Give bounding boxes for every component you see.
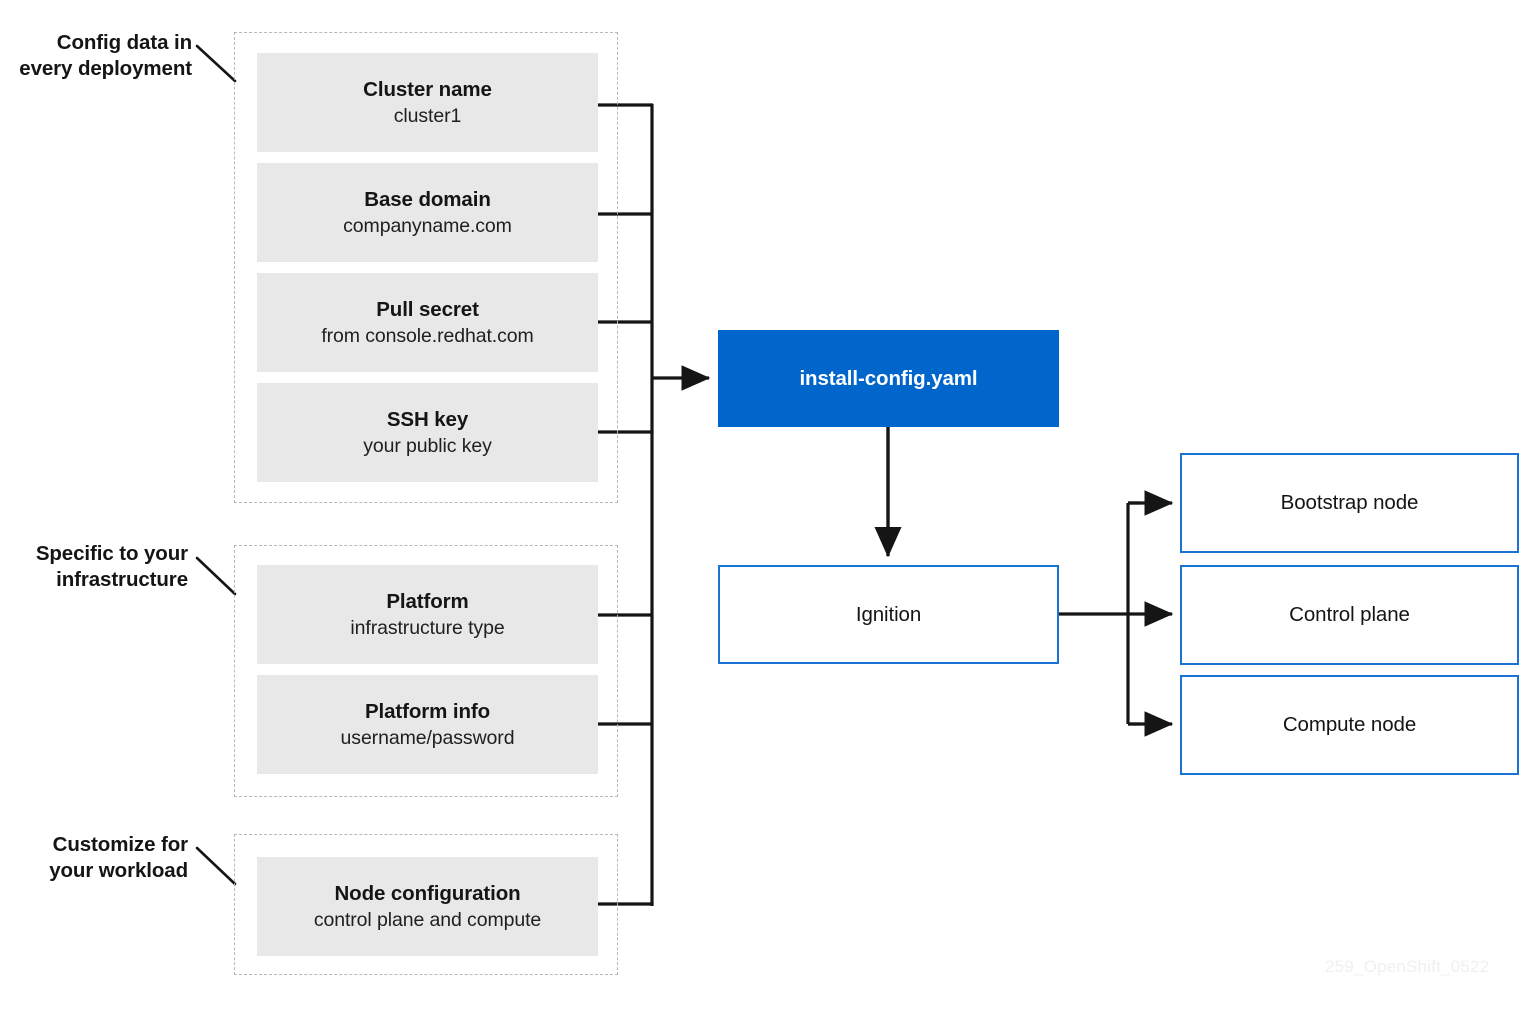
group-label-infrastructure: Specific to your infrastructure (0, 541, 188, 593)
node-bootstrap-node[interactable]: Bootstrap node (1180, 453, 1519, 553)
config-card-title: Platform info (364, 699, 491, 723)
node-label: Bootstrap node (1280, 491, 1419, 514)
config-card-title: Pull secret (376, 297, 479, 321)
group-label-line2: infrastructure (56, 568, 188, 591)
config-card-node-configuration[interactable]: Node configuration control plane and com… (257, 857, 598, 956)
config-card-subtitle: cluster1 (393, 104, 462, 127)
config-card-title: Platform (386, 589, 469, 613)
group-label-line1: Customize for (52, 833, 188, 856)
config-card-title: SSH key (386, 407, 469, 431)
config-card-title: Base domain (364, 187, 491, 211)
config-card-pull-secret[interactable]: Pull secret from console.redhat.com (257, 273, 598, 372)
node-label: Compute node (1282, 713, 1417, 736)
config-card-base-domain[interactable]: Base domain companyname.com (257, 163, 598, 262)
group-label-every-deployment: Config data in every deployment (0, 30, 192, 82)
node-control-plane[interactable]: Control plane (1180, 565, 1519, 665)
config-card-platform-info[interactable]: Platform info username/password (257, 675, 598, 774)
config-card-title: Cluster name (363, 77, 492, 101)
group-label-line2: your workload (49, 859, 188, 882)
watermark-label: 259_OpenShift_0522 (1325, 957, 1490, 976)
config-card-platform[interactable]: Platform infrastructure type (257, 565, 598, 664)
node-label: Ignition (855, 602, 922, 626)
leader-line-workload (195, 846, 237, 886)
group-label-line2: every deployment (19, 57, 192, 80)
node-compute-node[interactable]: Compute node (1180, 675, 1519, 775)
node-label: Control plane (1289, 603, 1410, 626)
group-box-every-deployment (234, 32, 618, 503)
leader-line-every-deployment (195, 44, 237, 83)
config-card-subtitle: control plane and compute (313, 908, 542, 931)
group-label-line1: Config data in (56, 31, 192, 54)
node-install-config-yaml[interactable]: install-config.yaml (718, 330, 1059, 427)
config-card-subtitle: your public key (363, 434, 492, 457)
node-ignition[interactable]: Ignition (718, 565, 1059, 664)
config-card-title: Node configuration (334, 881, 521, 905)
config-card-subtitle: from console.redhat.com (321, 324, 534, 347)
config-card-subtitle: infrastructure type (350, 616, 505, 639)
config-card-subtitle: username/password (340, 726, 515, 749)
group-label-line1: Specific to your (35, 542, 188, 565)
config-card-cluster-name[interactable]: Cluster name cluster1 (257, 53, 598, 152)
group-box-infrastructure (234, 545, 618, 797)
group-label-workload: Customize for your workload (0, 832, 188, 884)
config-card-ssh-key[interactable]: SSH key your public key (257, 383, 598, 482)
node-label: install-config.yaml (799, 366, 978, 390)
leader-line-infrastructure (195, 556, 237, 596)
config-card-subtitle: companyname.com (343, 214, 512, 237)
group-box-workload (234, 834, 618, 975)
